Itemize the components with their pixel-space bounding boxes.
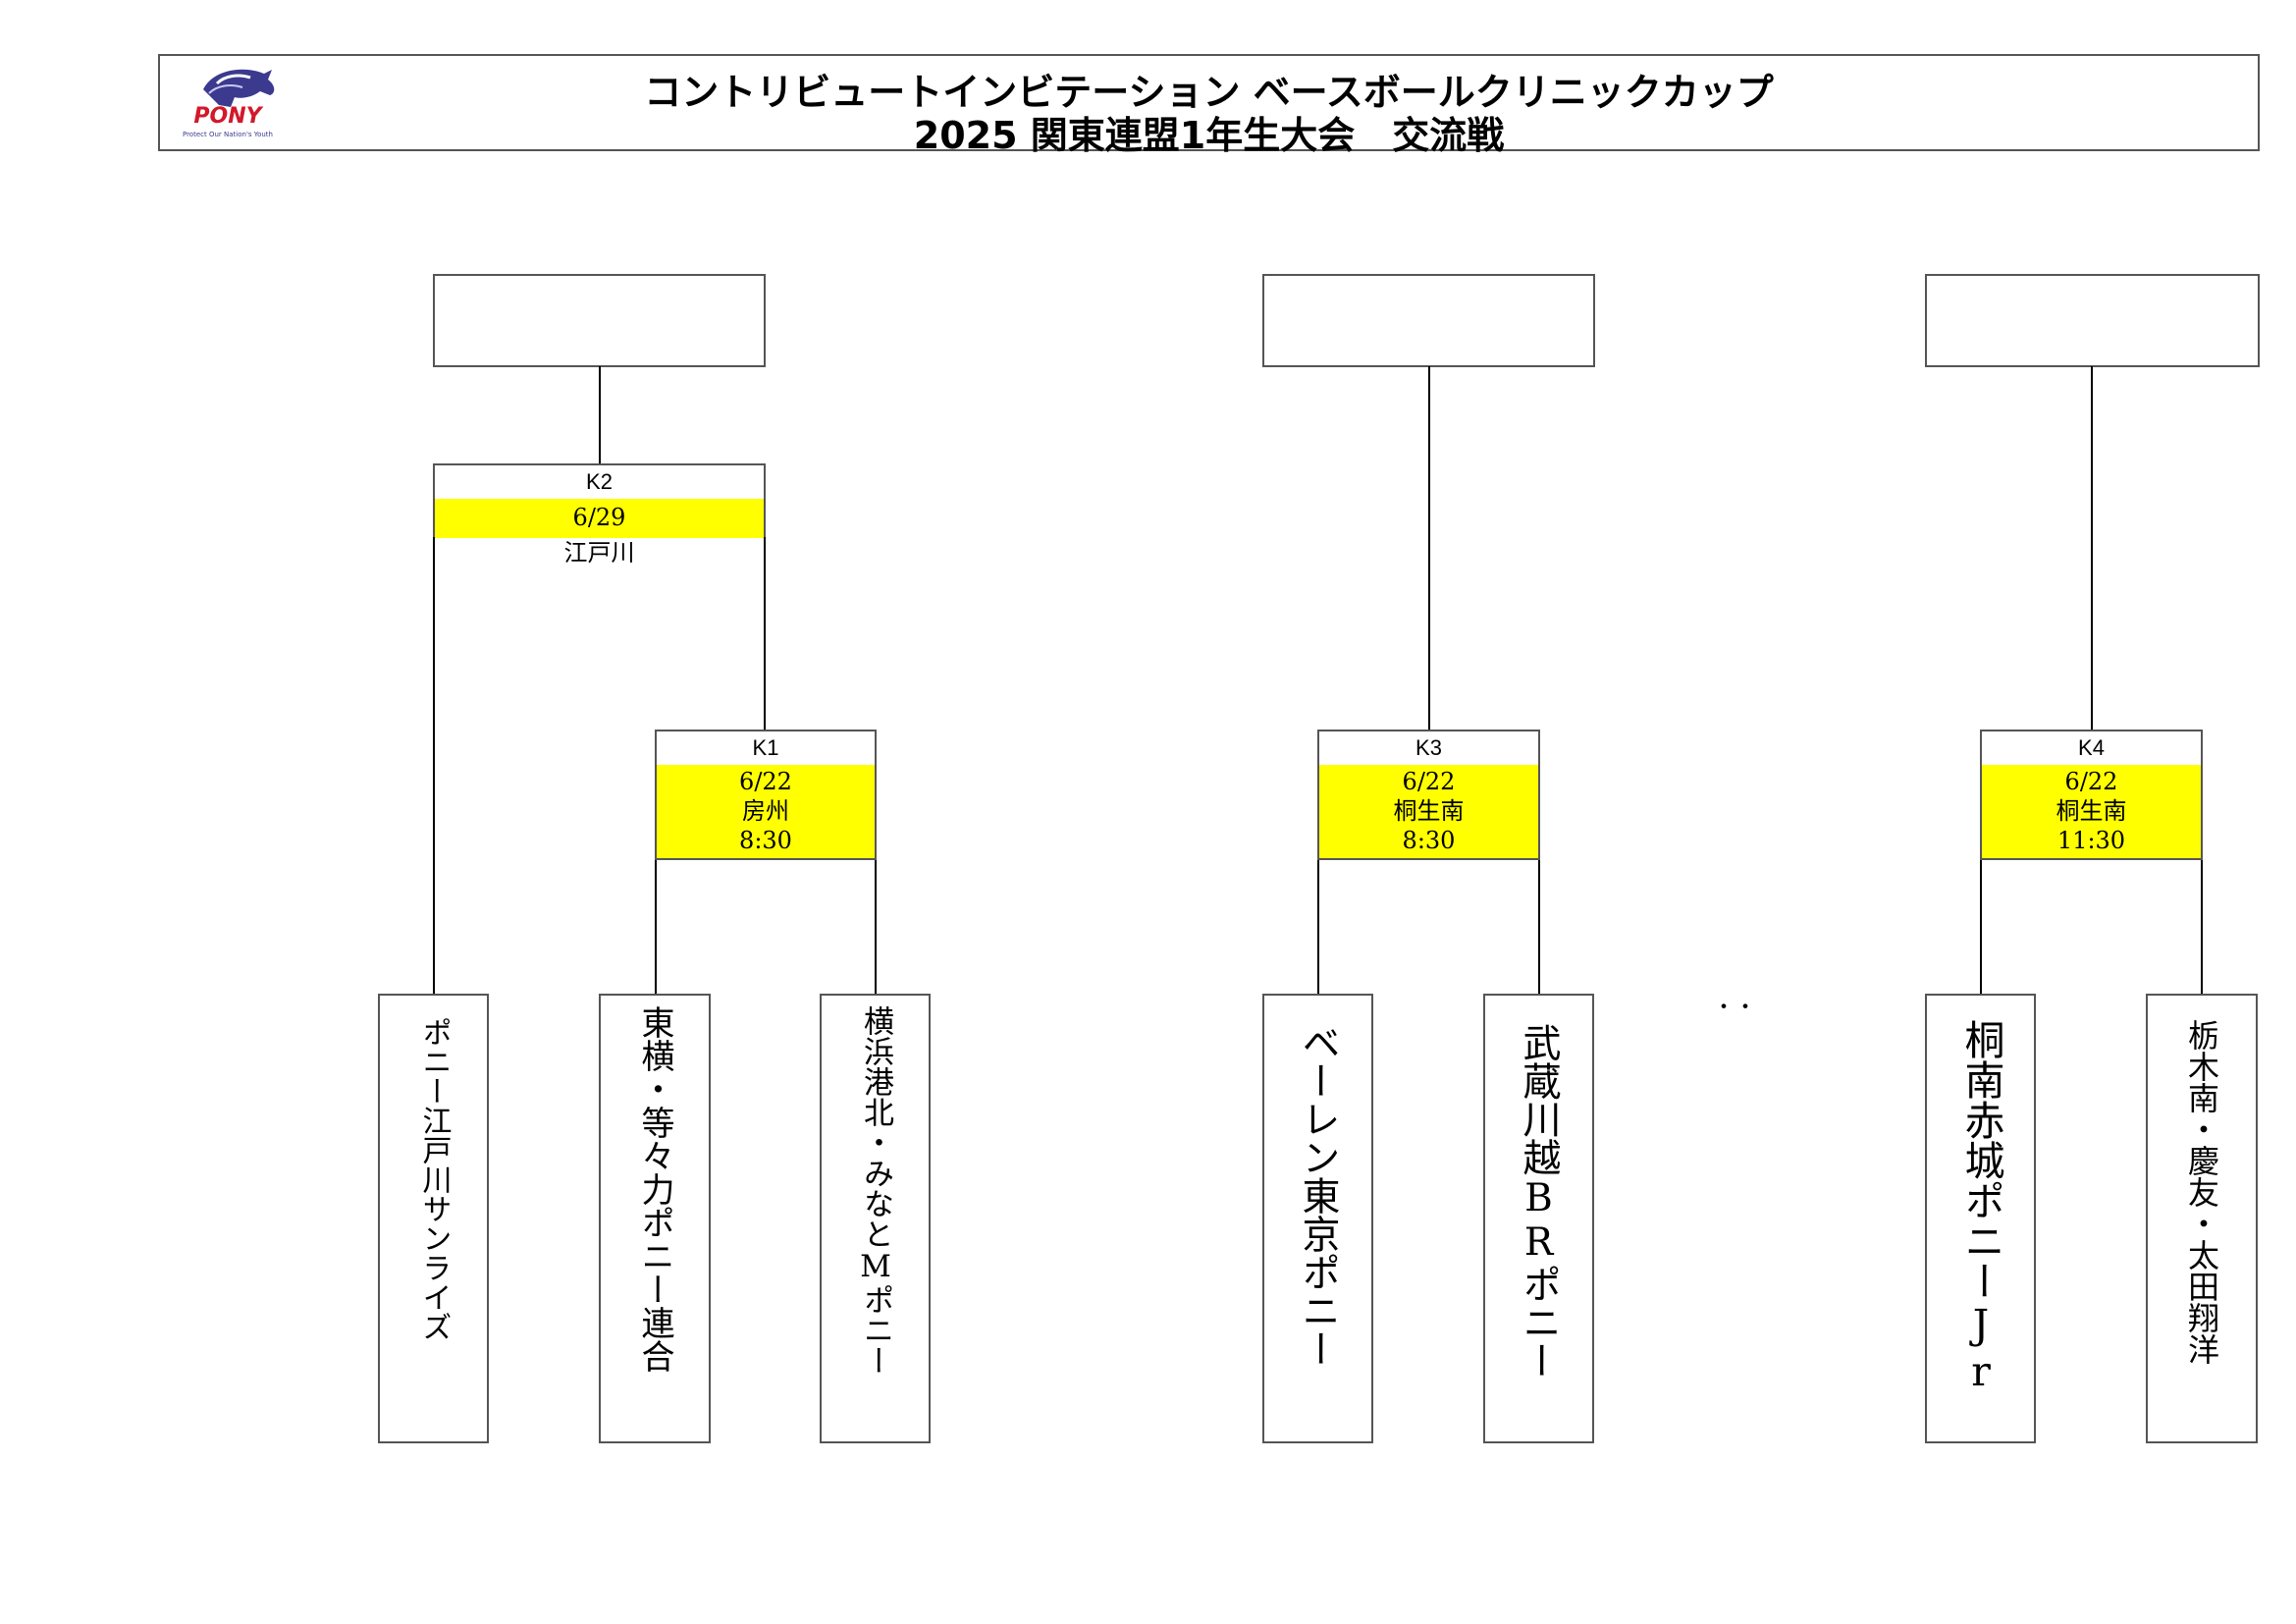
connector-line [1317, 858, 1319, 996]
connector-line [599, 366, 601, 464]
svg-text:PONY: PONY [193, 104, 263, 129]
connector-line [2091, 366, 2093, 731]
winner-slot-1 [433, 274, 766, 367]
match-venue: 江戸川 [563, 539, 635, 567]
team-name: 桐南赤城ポニーJr [1957, 1019, 2004, 1395]
match-venue: 桐生南 [2056, 797, 2127, 825]
team-name: 東横・等々力ポニー連合 [635, 1005, 674, 1373]
match-k2: K2 6/29 江戸川 [433, 463, 766, 567]
team-box-2: 東横・等々力ポニー連合 [599, 994, 711, 1443]
match-id: K2 [586, 469, 613, 494]
svg-text:Protect Our Nation's Youth: Protect Our Nation's Youth [183, 131, 273, 138]
match-time: 8:30 [739, 827, 792, 854]
team-box-3: 横浜港北・みなとMポニー [820, 994, 931, 1443]
connector-line [1980, 858, 1982, 996]
connector-line [655, 858, 657, 996]
team-name: 横浜港北・みなとMポニー [858, 1005, 893, 1376]
match-k1: K1 6/22 房州 8:30 [655, 730, 877, 860]
team-name: 武蔵川越BRポニー [1517, 1023, 1561, 1380]
match-id: K4 [2078, 735, 2105, 760]
team-box-1: ポニー江戸川サンライズ [378, 994, 489, 1443]
title-line-2: 2025 関東連盟1年生大会 交流戦 [913, 114, 1505, 157]
connector-line [1538, 858, 1540, 996]
match-id: K3 [1415, 735, 1442, 760]
team-box-7: 栃木南・慶友・太田翔洋 [2146, 994, 2258, 1443]
connector-line [2201, 858, 2203, 996]
match-time: 8:30 [1402, 827, 1456, 854]
connector-line [875, 858, 877, 996]
team-name: ポニー江戸川サンライズ [416, 1017, 452, 1341]
team-name: ベーレン東京ポニー [1296, 1023, 1340, 1368]
connector-line [764, 535, 766, 731]
match-k3: K3 6/22 桐生南 8:30 [1317, 730, 1540, 860]
match-date: 6/29 [572, 504, 626, 531]
match-k4: K4 6/22 桐生南 11:30 [1980, 730, 2203, 860]
team-box-6: 桐南赤城ポニーJr [1925, 994, 2036, 1443]
match-date: 6/22 [2064, 768, 2118, 795]
connector-line [433, 535, 435, 996]
team-name: 栃木南・慶友・太田翔洋 [2183, 1019, 2220, 1365]
team-box-5: 武蔵川越BRポニー [1483, 994, 1594, 1443]
match-id: K1 [752, 735, 779, 760]
match-venue: 房州 [742, 797, 789, 825]
separator-dots: ・・ [1713, 996, 1757, 1020]
connector-line [1428, 366, 1430, 731]
match-date: 6/22 [1402, 768, 1456, 795]
pony-logo: PONY Protect Our Nation's Youth [183, 69, 275, 138]
title-line-1: コントリビュートインビテーション ベースボールクリニックカップ [644, 71, 1774, 114]
match-venue: 桐生南 [1393, 797, 1465, 825]
winner-slot-3 [1925, 274, 2260, 367]
winner-slot-2 [1262, 274, 1595, 367]
title-banner: PONY Protect Our Nation's Youth コントリビュート… [158, 54, 2260, 157]
team-box-4: ベーレン東京ポニー [1262, 994, 1373, 1443]
match-date: 6/22 [739, 768, 792, 795]
match-time: 11:30 [2056, 827, 2126, 854]
